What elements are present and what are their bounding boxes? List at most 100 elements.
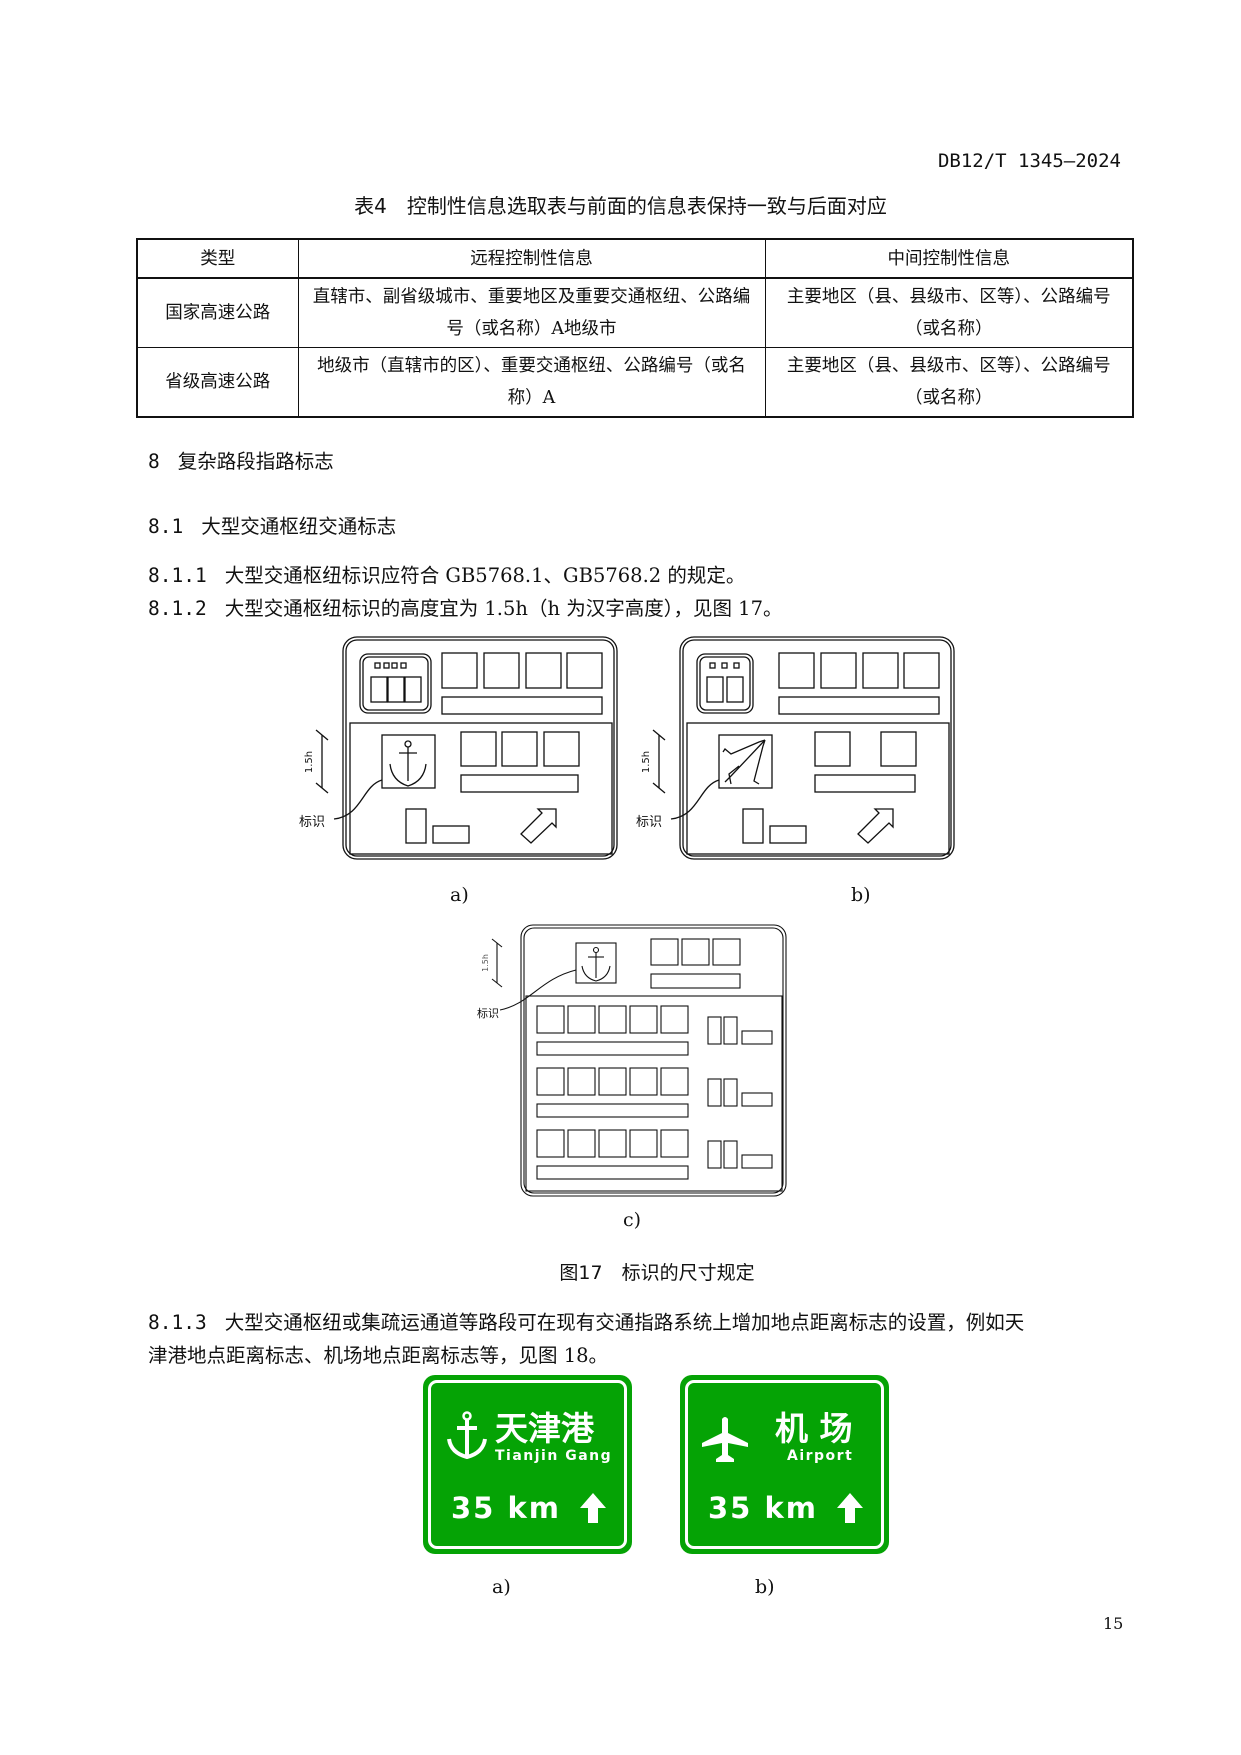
placeholder-box [536,1165,689,1180]
placeholder-box [660,1005,689,1034]
placeholder-box [567,1005,596,1034]
placeholder-box [598,1129,627,1158]
destination-rows [536,1005,773,1180]
figure-17b-diagram: 1.5h 标识 [636,636,955,860]
placeholder-box [741,1092,773,1107]
arrow-up-icon [837,1493,863,1523]
dimension-line [315,729,329,794]
placeholder-box [629,1067,658,1096]
placeholder-box [723,1078,738,1107]
clause-8-1-1: 8.1.1 大型交通枢纽标识应符合 GB5768.1、GB5768.2 的规定。 [148,559,745,588]
sign-border [685,1380,884,1549]
figure-18a-label: a) [492,1576,511,1598]
page-number: 15 [1103,1614,1124,1633]
clause-text: 大型交通枢纽标识应符合 GB5768.1、GB5768.2 的规定。 [224,564,746,587]
section-number: 8.1 [148,515,184,538]
table-cell: 主要地区（县、县级市、区等）、公路编号（或名称） [764,277,1134,348]
distance: 35 km [451,1491,561,1525]
sign-outline [520,924,787,1197]
placeholder-box [723,1140,738,1169]
sign-outline [342,636,618,860]
placeholder-box [598,1067,627,1096]
clause-number: 8.1.2 [148,597,207,620]
placeholder-box [536,1067,565,1096]
dimension-label: 1.5h [481,954,490,972]
clause-8-1-3: 8.1.3 大型交通枢纽或集疏运通道等路段可在现有交通指路系统上增加地点距离标志的… [148,1306,1024,1335]
callout-label: 标识 [636,815,662,830]
destination-name-en: Tianjin Gang [495,1448,613,1464]
table-cell: 主要地区（县、县级市、区等）、公路编号（或名称） [764,347,1134,418]
table-row: 国家高速公路 直辖市、副省级城市、重要地区及重要交通枢纽、公路编号（或名称）A地… [136,277,1134,348]
hub-icon-box [696,653,754,714]
placeholder-box [629,1129,658,1158]
text-placeholders [686,652,950,855]
dimension-label: 1.5h [304,751,315,773]
callout-leader [333,779,383,820]
table-cell: 省级高速公路 [136,347,299,418]
section-8-heading: 8 复杂路段指路标志 [148,445,334,474]
callout-leader [670,779,720,820]
column-header: 远程控制性信息 [297,238,766,279]
clause-number: 8.1.1 [148,564,207,587]
airport-sign: 机 场 Airport 35 km [680,1375,889,1554]
clause-text: 大型交通枢纽标识的高度宜为 1.5h（h 为汉字高度），见图 17。 [224,597,783,620]
table-cell: 地级市（直辖市的区）、重要交通枢纽、公路编号（或名称）A [297,347,766,418]
document-id: DB12/T 1345—2024 [937,150,1121,172]
section-title: 复杂路段指路标志 [177,450,334,473]
table-cell: 国家高速公路 [136,277,299,348]
table-row: 省级高速公路 地级市（直辖市的区）、重要交通枢纽、公路编号（或名称）A 主要地区… [136,347,1134,418]
placeholder-box [660,1067,689,1096]
destination-name-cn: 机 场 [775,1409,853,1448]
placeholder-box [536,1041,689,1056]
placeholder-box [741,1030,773,1045]
placeholder-box [741,1154,773,1169]
placeholder-box [598,1005,627,1034]
placeholder-box [536,1103,689,1118]
callout-label: 标识 [477,1006,499,1020]
placeholder-box [536,1129,565,1158]
placeholder-box [567,1067,596,1096]
destination-name-cn: 天津港 [495,1409,594,1448]
dimension-line [652,729,666,794]
anchor-icon [575,942,617,984]
arrow-up-icon [580,1493,606,1523]
column-header: 类型 [136,238,299,279]
anchor-icon [381,734,436,789]
figure-17a-label: a) [450,884,469,906]
placeholder-box [707,1016,722,1045]
table-4: 类型 远程控制性信息 中间控制性信息 国家高速公路 直辖市、副省级城市、重要地区… [136,238,1134,418]
table-header-row: 类型 远程控制性信息 中间控制性信息 [136,238,1134,279]
clause-text: 大型交通枢纽或集疏运通道等路段可在现有交通指路系统上增加地点距离标志的设置，例如… [224,1311,1025,1334]
destination-name-en: Airport [787,1448,854,1464]
clause-8-1-2: 8.1.2 大型交通枢纽标识的高度宜为 1.5h（h 为汉字高度），见图 17。 [148,592,783,621]
sign-border [428,1380,627,1549]
table-cell: 直辖市、副省级城市、重要地区及重要交通枢纽、公路编号（或名称）A地级市 [297,277,766,348]
text-placeholders [525,938,783,1192]
section-number: 8 [148,450,160,473]
figure-18b-label: b) [755,1576,775,1598]
arrow-diagonal-icon [520,808,557,844]
table-title: 表4 控制性信息选取表与前面的信息表保持一致与后面对应 [354,194,887,218]
figure-17c-diagram: 1.5h 标识 [477,924,787,1197]
column-header: 中间控制性信息 [764,238,1134,279]
figure-17c-label: c) [623,1209,642,1231]
callout-leader [499,969,577,1011]
callout-label: 标识 [299,815,325,830]
figure-17a-diagram: 1.5h 标识 [299,636,618,860]
figure-17-caption: 图17 标识的尺寸规定 [559,1262,755,1284]
figure-17b-label: b) [851,884,871,906]
placeholder-box [707,1140,722,1169]
anchor-icon [447,1411,487,1459]
section-8-1-heading: 8.1 大型交通枢纽交通标志 [148,510,396,539]
clause-8-1-3-cont: 津港地点距离标志、机场地点距离标志等，见图 18。 [148,1344,609,1367]
placeholder-box [536,1005,565,1034]
distance: 35 km [708,1491,818,1525]
section-title: 大型交通枢纽交通标志 [201,515,397,538]
arrow-diagonal-icon [857,808,894,844]
clause-number: 8.1.3 [148,1311,207,1334]
dimension-label: 1.5h [641,751,652,773]
hub-icon-box [359,653,432,714]
sign-outline [679,636,955,860]
placeholder-box [707,1078,722,1107]
